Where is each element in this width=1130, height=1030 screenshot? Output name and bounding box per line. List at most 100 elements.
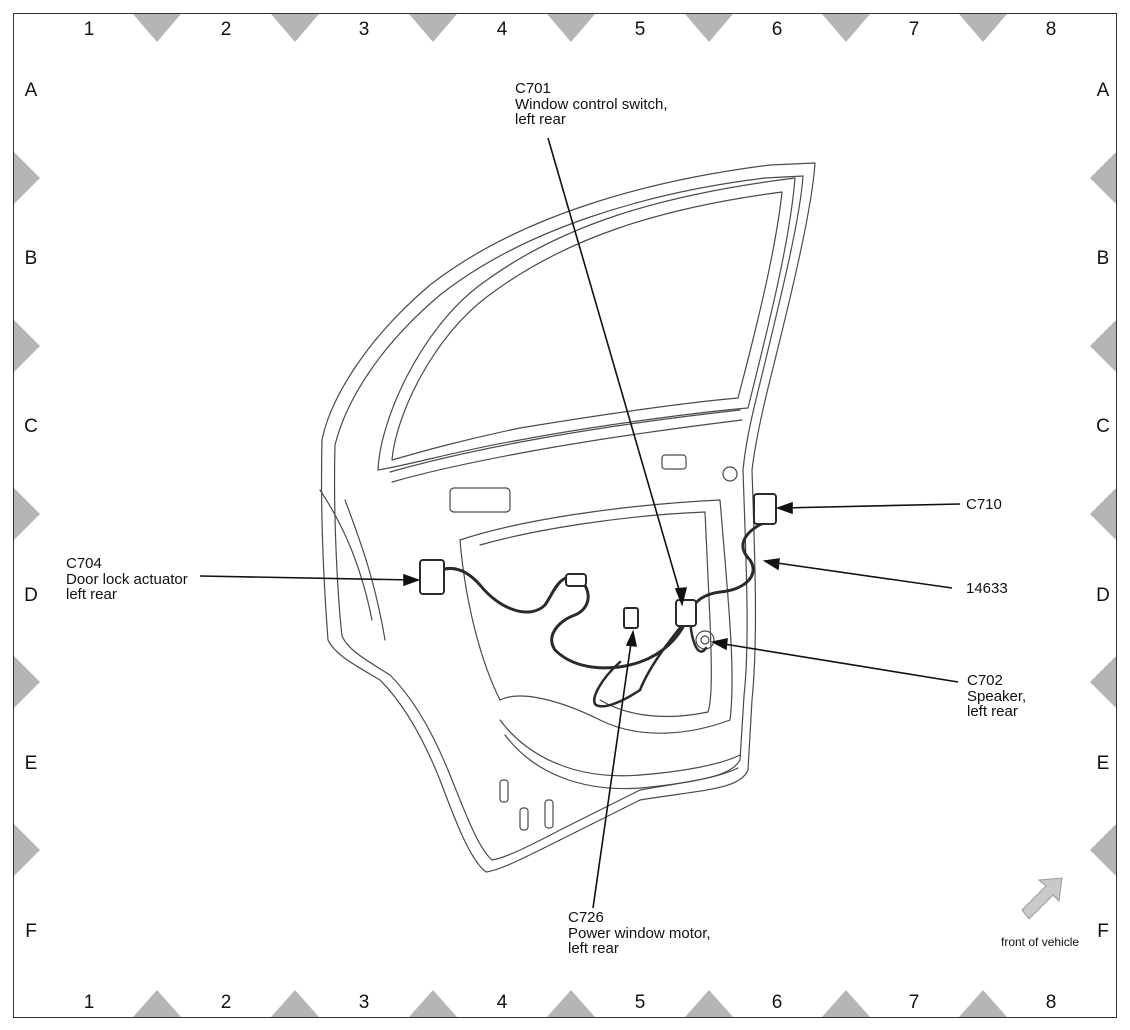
door-outline — [320, 162, 816, 873]
leader-c704 — [199, 575, 415, 581]
grid-col-top-1: 1 — [83, 19, 95, 40]
grid-marker-right — [1090, 656, 1116, 708]
callout-c701-line2: left rear — [515, 111, 566, 128]
grid-marker-top — [685, 14, 733, 42]
callout-c701-code: C701 — [515, 80, 551, 97]
grid-marker-bottom — [822, 990, 870, 1017]
grid-row-right-C: C — [1096, 416, 1110, 437]
grid-marker-bottom — [271, 990, 319, 1017]
inner-panel — [459, 499, 733, 734]
grid-marker-left — [14, 320, 40, 372]
door-outline-inner — [333, 175, 804, 861]
callout-c704-line2: left rear — [66, 586, 117, 603]
grid-row-right-B: B — [1096, 248, 1110, 269]
leader-14633 — [769, 561, 953, 589]
grid-row-right-E: E — [1096, 753, 1110, 774]
grid-col-bottom-8: 8 — [1045, 992, 1057, 1013]
callout-c702-code: C702 — [967, 672, 1003, 689]
arrowhead-14633 — [762, 558, 780, 571]
grid-col-bottom-1: 1 — [83, 992, 95, 1013]
connector-c710-shape — [753, 493, 777, 525]
grid-marker-bottom — [133, 990, 181, 1017]
speaker-mount — [695, 630, 715, 650]
window-sill — [389, 409, 741, 473]
drain-slot — [499, 779, 509, 803]
grid-col-top-8: 8 — [1045, 19, 1057, 40]
arrowhead-c726 — [625, 629, 638, 647]
callout-c710-code: C710 — [966, 496, 1002, 513]
window-sill-2 — [391, 419, 743, 483]
grid-row-left-A: A — [24, 80, 38, 101]
callout-c702: C702 Speaker, left rear — [967, 673, 1026, 720]
grid-row-right-A: A — [1096, 80, 1110, 101]
drain-slot — [519, 807, 529, 831]
speaker-mount-inner — [700, 635, 710, 645]
callout-c702-line2: left rear — [967, 703, 1018, 720]
grid-marker-top — [133, 14, 181, 42]
grid-marker-bottom — [959, 990, 1007, 1017]
grid-marker-top — [822, 14, 870, 42]
grid-marker-left — [14, 656, 40, 708]
grid-row-left-F: F — [25, 921, 37, 942]
hinge-detail — [449, 487, 511, 513]
grid-marker-top — [959, 14, 1007, 42]
callout-c701: C701 Window control switch, left rear — [515, 81, 668, 128]
grid-col-top-3: 3 — [358, 19, 370, 40]
drain-slot — [544, 799, 554, 829]
grid-row-left-D: D — [24, 585, 38, 606]
callout-14633: 14633 — [966, 581, 1008, 597]
grid-marker-left — [14, 488, 40, 540]
grid-marker-bottom — [547, 990, 595, 1017]
grid-marker-bottom — [685, 990, 733, 1017]
door-lower-curve — [499, 719, 741, 777]
callout-c726: C726 Power window motor, left rear — [568, 910, 711, 957]
leader-c710 — [781, 503, 961, 509]
inner-panel-recess — [479, 511, 712, 718]
callout-14633-code: 14633 — [966, 580, 1008, 597]
window-frame-outer — [377, 177, 796, 471]
grid-marker-left — [14, 152, 40, 204]
callout-c701-line1: Window control switch, — [515, 95, 668, 113]
arrowhead-c704 — [403, 573, 421, 587]
latch-detail — [661, 454, 687, 470]
grid-row-right-F: F — [1097, 921, 1109, 942]
door-panel-illustration — [319, 162, 816, 873]
grid-col-bottom-3: 3 — [358, 992, 370, 1013]
grid-marker-top — [409, 14, 457, 42]
grid-col-top-6: 6 — [771, 19, 783, 40]
grid-marker-right — [1090, 320, 1116, 372]
callout-c726-line1: Power window motor, — [568, 924, 711, 942]
grid-col-top-5: 5 — [634, 19, 646, 40]
window-frame-inner — [391, 191, 783, 461]
diagram-frame — [13, 13, 1117, 1018]
front-of-vehicle-label: front of vehicle — [1001, 935, 1080, 949]
connector-c704-shape — [419, 559, 445, 595]
front-edge-detail — [319, 489, 373, 621]
grid-col-bottom-6: 6 — [771, 992, 783, 1013]
grid-col-bottom-7: 7 — [908, 992, 920, 1013]
grid-col-bottom-4: 4 — [496, 992, 508, 1013]
grid-marker-bottom — [409, 990, 457, 1017]
grid-col-top-7: 7 — [908, 19, 920, 40]
grid-marker-right — [1090, 152, 1116, 204]
grid-col-bottom-2: 2 — [220, 992, 232, 1013]
front-edge-detail-2 — [344, 499, 386, 641]
grid-col-top-4: 4 — [496, 19, 508, 40]
grid-marker-top — [271, 14, 319, 42]
arrowhead-c702 — [710, 637, 728, 651]
door-lower-curve-2 — [504, 734, 739, 790]
callout-c704-line1: Door lock actuator — [66, 570, 188, 588]
grid-row-right-D: D — [1096, 585, 1110, 606]
grid-col-top-2: 2 — [220, 19, 232, 40]
callout-c710: C710 — [966, 497, 1002, 513]
leader-c702 — [717, 642, 959, 683]
callout-c702-line1: Speaker, — [967, 687, 1027, 705]
leader-c701 — [547, 137, 683, 601]
grid-marker-left — [14, 824, 40, 876]
connector-c726-shape — [623, 607, 639, 629]
callout-c726-code: C726 — [568, 909, 604, 926]
callout-c704-code: C704 — [66, 555, 102, 572]
grid-marker-right — [1090, 488, 1116, 540]
callout-c726-line2: left rear — [568, 940, 619, 957]
